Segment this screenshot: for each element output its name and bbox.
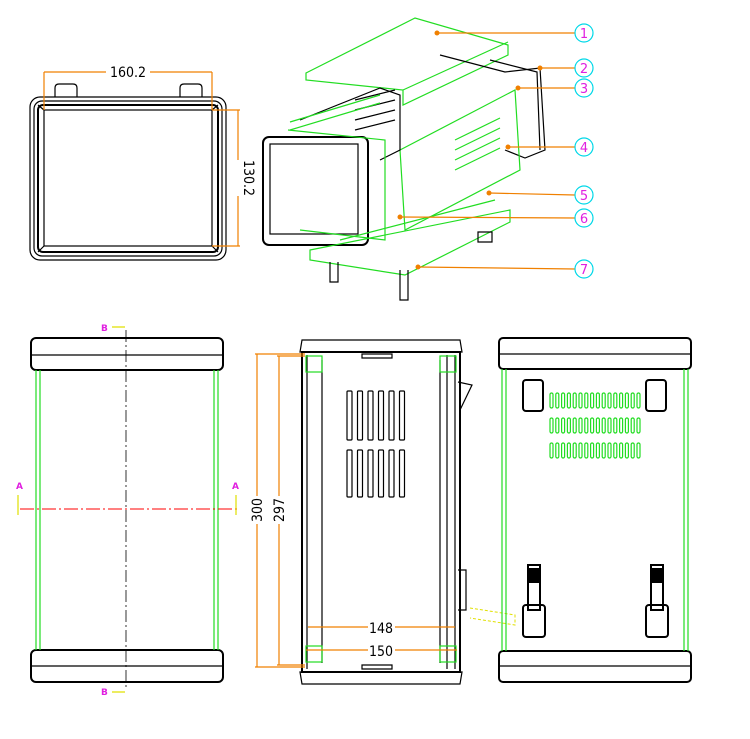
- inner-length-dimension: 297: [272, 498, 288, 522]
- vent-slot: [572, 442, 577, 459]
- vent-slot: [584, 442, 589, 459]
- callout-number: 2: [580, 62, 588, 77]
- vent-slot: [589, 392, 595, 409]
- inner-width-dimension: 148: [369, 621, 393, 637]
- vent-slot: [555, 392, 560, 409]
- tilt-stand-left: [522, 564, 546, 638]
- callout-7: 7: [415, 259, 594, 279]
- front-width-dimension: 160.2: [110, 65, 146, 81]
- vent-slot: [607, 442, 612, 459]
- vent-slot: [589, 442, 595, 459]
- vent-slot: [636, 417, 641, 434]
- vent-slot: [630, 442, 635, 459]
- vent-slot: [630, 392, 635, 409]
- callout-number: 4: [580, 141, 588, 156]
- front-panel-part: [262, 136, 369, 246]
- section-b-top-label: B: [101, 324, 108, 334]
- vent-slot: [595, 442, 601, 459]
- vent-slot: [377, 390, 385, 441]
- vent-slot: [566, 442, 572, 459]
- vent-slot: [572, 392, 577, 409]
- vent-slot: [560, 442, 566, 459]
- vent-slot: [572, 417, 577, 434]
- vent-slot: [624, 442, 630, 459]
- front-height-dimension: 130.2: [240, 160, 256, 196]
- vent-slot: [367, 390, 374, 441]
- vent-slot: [636, 442, 641, 459]
- callout-2: 2: [537, 58, 594, 78]
- callout-4: 4: [505, 137, 594, 157]
- vent-slot: [624, 392, 630, 409]
- vent-slot: [388, 449, 395, 498]
- vent-slot: [356, 449, 364, 498]
- callout-number: 7: [580, 263, 588, 278]
- foot-icon: [645, 379, 667, 412]
- base-plate-part: [309, 199, 511, 276]
- front-view: 160.2 130.2: [29, 65, 256, 261]
- callout-5: 5: [486, 185, 594, 205]
- vent-slot: [630, 417, 635, 434]
- side-view: 300 297 148 150: [250, 339, 516, 685]
- top-cover-part: [305, 17, 509, 106]
- vent-slot: [624, 417, 630, 434]
- vent-slot: [618, 417, 624, 434]
- callout-number: 1: [580, 27, 588, 42]
- vent-slot: [613, 442, 618, 459]
- callout-number: 6: [580, 212, 588, 227]
- callout-3: 3: [515, 78, 594, 98]
- callout-number: 3: [580, 82, 588, 97]
- vent-slot: [346, 449, 353, 498]
- vent-slot: [560, 417, 566, 434]
- vent-slot: [398, 390, 406, 441]
- vent-slot: [595, 392, 601, 409]
- section-a-right-label: A: [232, 482, 239, 492]
- vent-slot: [388, 390, 395, 441]
- callouts: 1 2 3 4 5 6 7: [397, 23, 594, 279]
- overall-length-dimension: 300: [250, 498, 266, 522]
- tilt-stand-right: [645, 564, 669, 638]
- vent-slot: [555, 417, 560, 434]
- vent-slot: [555, 442, 560, 459]
- vent-slot: [549, 417, 554, 434]
- vent-slot: [356, 390, 364, 441]
- vent-slot: [578, 442, 583, 459]
- vent-slot: [589, 417, 595, 434]
- vent-slot: [346, 390, 353, 441]
- vent-slot: [601, 442, 606, 459]
- callout-6: 6: [397, 208, 594, 228]
- vent-slot: [367, 449, 374, 498]
- section-a-left-label: A: [16, 482, 23, 492]
- vent-slot: [607, 392, 612, 409]
- section-b-bottom-label: B: [101, 688, 108, 698]
- exploded-view: [262, 17, 546, 301]
- vent-slot: [549, 392, 554, 409]
- vent-slot: [398, 449, 406, 498]
- vent-slot: [618, 392, 624, 409]
- vent-slot: [613, 417, 618, 434]
- vent-slot: [377, 449, 385, 498]
- foot-icon: [522, 379, 544, 412]
- callout-1: 1: [434, 23, 594, 43]
- vent-slot: [560, 392, 566, 409]
- callout-number: 5: [580, 189, 588, 204]
- vent-slot: [636, 392, 641, 409]
- outer-width-dimension: 150: [369, 644, 393, 660]
- rear-view: [498, 337, 692, 683]
- vent-slot: [549, 442, 554, 459]
- vent-slot: [584, 392, 589, 409]
- vent-slot: [566, 392, 572, 409]
- vent-slot: [613, 392, 618, 409]
- vent-slot: [584, 417, 589, 434]
- vent-slot: [578, 392, 583, 409]
- vent-slot: [607, 417, 612, 434]
- vent-slot: [578, 417, 583, 434]
- vent-slot: [595, 417, 601, 434]
- side-panel-part: [399, 89, 521, 231]
- vent-slot: [566, 417, 572, 434]
- vent-slot: [601, 417, 606, 434]
- left-view: A A B B: [16, 324, 239, 698]
- vent-slot: [618, 442, 624, 459]
- vent-slot: [601, 392, 606, 409]
